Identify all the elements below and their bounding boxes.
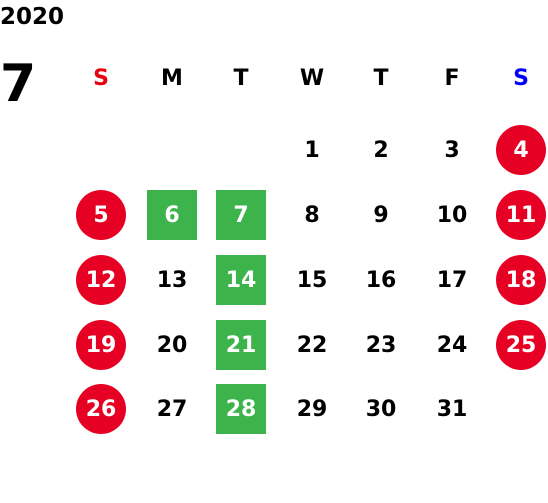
day-cell[interactable]: 30: [365, 396, 397, 422]
day-cell[interactable]: 31: [436, 396, 468, 422]
weekday-header: F: [444, 66, 460, 91]
day-cell[interactable]: 8: [304, 202, 320, 228]
day-cell[interactable]: 20: [156, 332, 188, 358]
day-cell-highlighted[interactable]: 28: [216, 384, 266, 434]
day-cell-highlighted[interactable]: 6: [147, 190, 197, 240]
day-cell-holiday[interactable]: 12: [76, 255, 126, 305]
day-cell-holiday[interactable]: 18: [496, 255, 546, 305]
day-cell[interactable]: 24: [436, 332, 468, 358]
day-cell[interactable]: 23: [365, 332, 397, 358]
weekday-header: S: [513, 66, 529, 91]
day-cell-highlighted[interactable]: 7: [216, 190, 266, 240]
day-cell-highlighted[interactable]: 21: [216, 320, 266, 370]
day-cell[interactable]: 13: [156, 267, 188, 293]
day-cell[interactable]: 27: [156, 396, 188, 422]
weekday-header: T: [373, 66, 389, 91]
day-cell-holiday[interactable]: 19: [76, 320, 126, 370]
day-cell[interactable]: 2: [373, 137, 389, 163]
day-cell[interactable]: 9: [373, 202, 389, 228]
day-cell-holiday[interactable]: 11: [496, 190, 546, 240]
day-cell[interactable]: 15: [296, 267, 328, 293]
day-cell[interactable]: 22: [296, 332, 328, 358]
weekday-header: M: [161, 66, 183, 91]
month-label: 7: [0, 54, 37, 114]
day-cell[interactable]: 10: [436, 202, 468, 228]
day-cell-holiday[interactable]: 25: [496, 320, 546, 370]
weekday-header: W: [299, 66, 325, 91]
day-cell[interactable]: 17: [436, 267, 468, 293]
weekday-header: S: [93, 66, 109, 91]
day-cell-holiday[interactable]: 26: [76, 384, 126, 434]
day-cell[interactable]: 1: [304, 137, 320, 163]
year-label: 2020: [0, 4, 65, 30]
day-cell-holiday[interactable]: 4: [496, 125, 546, 175]
weekday-header: T: [233, 66, 249, 91]
day-cell[interactable]: 3: [444, 137, 460, 163]
day-cell[interactable]: 29: [296, 396, 328, 422]
day-cell-highlighted[interactable]: 14: [216, 255, 266, 305]
day-cell[interactable]: 16: [365, 267, 397, 293]
day-cell-holiday[interactable]: 5: [76, 190, 126, 240]
